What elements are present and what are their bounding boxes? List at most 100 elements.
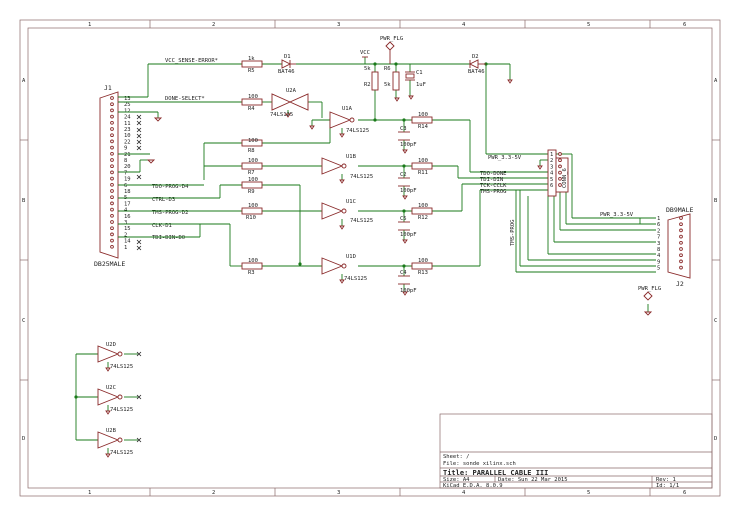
u1c-value: 74LS125 bbox=[350, 218, 373, 224]
j1-pin-dot-10 bbox=[110, 133, 114, 138]
c5-value: 100pF bbox=[400, 232, 417, 238]
j2-pin-dot-2 bbox=[679, 228, 683, 233]
j1-pin-dot-24 bbox=[110, 114, 114, 119]
conn6-pin-5: 5 bbox=[550, 177, 553, 183]
j1-pin-8: 8 bbox=[124, 158, 127, 164]
col-label-6b: 6 bbox=[683, 490, 686, 496]
j1-pin-2: 2 bbox=[124, 232, 127, 238]
row-label-d-r: D bbox=[714, 436, 717, 442]
j1-pin-dot-6 bbox=[110, 182, 114, 187]
j1-pin-dot-18 bbox=[110, 189, 114, 193]
tb-title: Title: PARALLEL CABLE III bbox=[443, 469, 548, 477]
row-label-c: C bbox=[22, 318, 25, 324]
j1-pin-6: 6 bbox=[124, 183, 127, 189]
j1-pin-13: 13 bbox=[124, 96, 131, 102]
net-ctrl: CTRL-D3 bbox=[152, 197, 175, 203]
j2-ref: J2 bbox=[676, 280, 684, 288]
c4-value: 100pF bbox=[400, 288, 417, 294]
r4-value: 100 bbox=[248, 94, 258, 100]
u2b-ref: U2B bbox=[106, 428, 117, 434]
col-label-6: 6 bbox=[683, 22, 686, 28]
part-labels: 1k R5 D1 BAT46 D2 BAT46 5k R2 5k R6 C1 1… bbox=[106, 54, 485, 456]
j1-net-labels: VCC_SENSE-ERROR* DONE-SELECT* TDO-PROG-D… bbox=[152, 58, 218, 241]
c3-value: 100pF bbox=[400, 142, 417, 148]
r10-value: 100 bbox=[248, 203, 258, 209]
net-tck: TCK-CCLK bbox=[480, 183, 507, 189]
net-pwr: PWR_3.3-5V bbox=[488, 155, 522, 161]
net-pwr2: PWR_3.3-5V bbox=[600, 212, 634, 218]
u1d-ref: U1D bbox=[346, 254, 356, 260]
j2-pin-7: 7 bbox=[657, 235, 660, 241]
j2-pin-dot-5 bbox=[679, 265, 683, 270]
r14-value: 100 bbox=[418, 112, 428, 118]
diodes bbox=[281, 59, 486, 69]
u1a-value: 74LS125 bbox=[346, 128, 369, 134]
col-label-5: 5 bbox=[587, 22, 590, 28]
row-label-a-r: A bbox=[714, 78, 718, 84]
j1-pin-14: 14 bbox=[124, 239, 131, 245]
j1-pin-dot-21 bbox=[110, 151, 114, 156]
j1-pin-17: 17 bbox=[124, 201, 131, 207]
row-label-b: B bbox=[22, 198, 26, 204]
j1-pin-dot-3 bbox=[110, 220, 114, 224]
j2-pin-dot-4 bbox=[679, 253, 683, 258]
j1-pin-12: 12 bbox=[124, 108, 131, 114]
j1-pin-18: 18 bbox=[124, 189, 131, 195]
j2-pin-dot-7 bbox=[679, 234, 683, 239]
r2-ref: R2 bbox=[364, 82, 371, 88]
d1-value: BAT46 bbox=[278, 69, 295, 75]
net-clk: CLK-D1 bbox=[152, 223, 172, 229]
conn6-pin-1: 1 bbox=[550, 152, 553, 158]
r10-ref: R10 bbox=[246, 215, 256, 221]
conn6-pin-dot-3 bbox=[558, 164, 562, 169]
j2-pin-dot-1 bbox=[679, 216, 683, 220]
u1b-ref: U1B bbox=[346, 154, 357, 160]
net-tdo-done: TDO-DONE bbox=[480, 171, 507, 177]
tb-file: File: sonde xilinx.sch bbox=[443, 461, 516, 467]
net-tms: TMS-PROG bbox=[480, 189, 507, 195]
capacitors bbox=[398, 71, 415, 285]
col-label-3: 3 bbox=[337, 22, 340, 28]
junctions bbox=[74, 62, 488, 399]
no-connect-marks bbox=[136, 114, 142, 443]
r9-ref: R9 bbox=[248, 189, 255, 195]
j1-pin-11: 11 bbox=[124, 121, 131, 127]
j2-pin-9: 9 bbox=[657, 259, 660, 265]
j2-pin-2: 2 bbox=[657, 228, 660, 234]
power-flag-labels: VCC PWR_FLG PWR_FLG bbox=[360, 36, 661, 292]
conn6-pin-6: 6 bbox=[550, 183, 553, 189]
j1-pin-dot-23 bbox=[110, 127, 114, 131]
r12-value: 100 bbox=[418, 203, 428, 209]
pwr-flag-1-label: PWR_FLG bbox=[380, 36, 403, 42]
u1b-value: 74LS125 bbox=[350, 174, 373, 180]
col-label-3b: 3 bbox=[337, 490, 340, 496]
r2-value: 5k bbox=[364, 66, 371, 72]
j1-pin-22: 22 bbox=[124, 139, 131, 145]
u2a-ref: U2A bbox=[286, 88, 297, 94]
j1-pin-20: 20 bbox=[124, 164, 131, 170]
j2-pin-6: 6 bbox=[657, 222, 660, 228]
j2-pin-1: 1 bbox=[657, 216, 660, 222]
col-label-4: 4 bbox=[462, 22, 466, 28]
col-label-5b: 5 bbox=[587, 490, 590, 496]
c2-value: 100pF bbox=[400, 188, 417, 194]
u2c-ref: U2C bbox=[106, 385, 116, 391]
j1-pin-dot-5 bbox=[110, 195, 114, 200]
d2-value: BAT46 bbox=[468, 69, 485, 75]
col-label-2: 2 bbox=[212, 22, 215, 28]
inner-frame bbox=[27, 27, 713, 489]
j1-pin-21: 21 bbox=[124, 152, 131, 158]
j1-pin-dot-17 bbox=[110, 201, 114, 206]
conn6-pin-3: 3 bbox=[550, 164, 553, 170]
row-label-a: A bbox=[22, 78, 26, 84]
row-label-d: D bbox=[22, 436, 25, 442]
j2-pin-4: 4 bbox=[657, 253, 661, 259]
col-label-1: 1 bbox=[88, 22, 91, 28]
j2-pin-dot-3 bbox=[679, 240, 683, 245]
conn6-pin-dot-2 bbox=[558, 158, 562, 163]
tb-size: Size: A4 bbox=[443, 477, 470, 483]
r3-value: 100 bbox=[248, 258, 258, 264]
